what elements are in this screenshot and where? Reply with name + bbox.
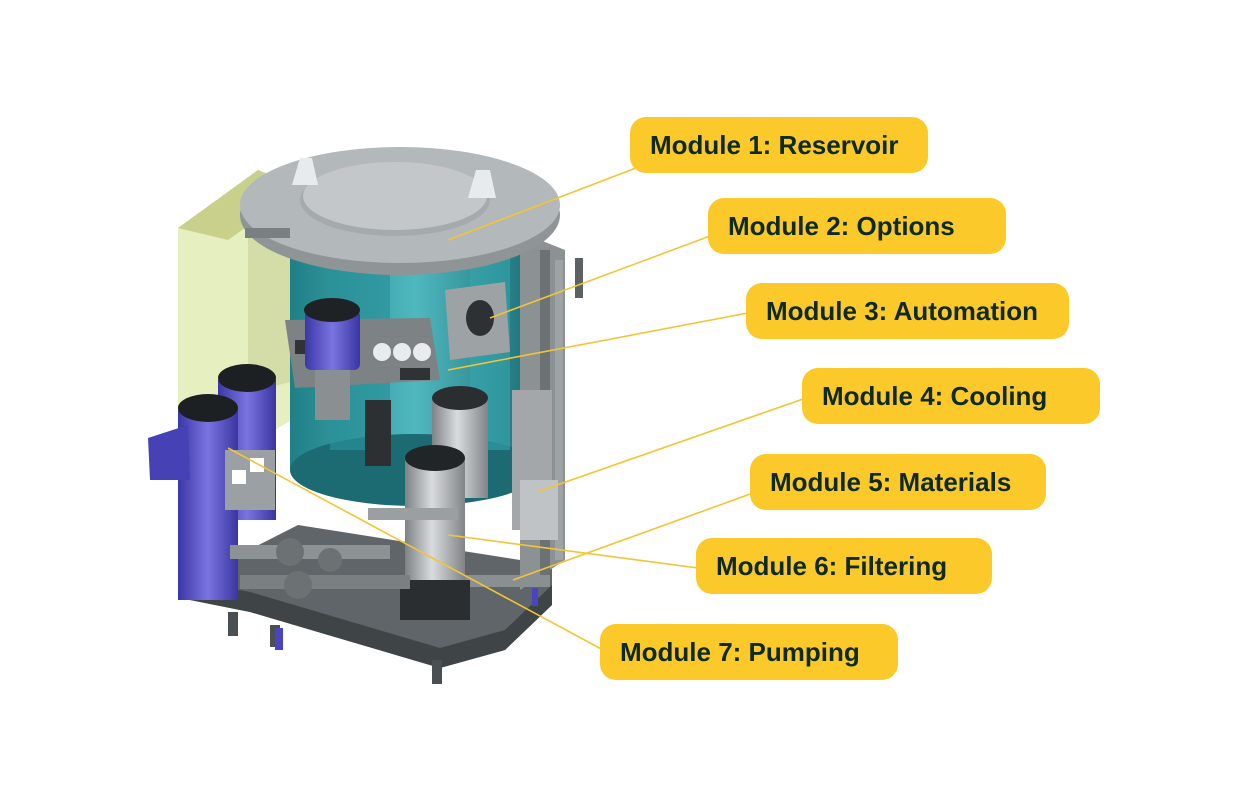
piping [230, 508, 538, 650]
leader-line-2 [489, 235, 711, 319]
module-6-label: Module 6: Filtering [696, 538, 992, 594]
reservoir-lid [240, 147, 560, 275]
leader-line-1 [447, 167, 637, 241]
motor-unit [304, 298, 391, 466]
module-2-label: Module 2: Options [708, 198, 1006, 254]
leader-line-7 [227, 447, 606, 652]
leader-line-3 [447, 312, 749, 371]
cooling-frame [460, 232, 583, 590]
filter-cylinders [400, 386, 488, 620]
leader-line-5 [512, 492, 754, 581]
module-7-label: Module 7: Pumping [600, 624, 898, 680]
module-1-label: Module 1: Reservoir [630, 117, 928, 173]
leader-line-4 [536, 397, 807, 493]
module-3-label: Module 3: Automation [746, 283, 1069, 339]
module-5-label: Module 5: Materials [750, 454, 1046, 510]
pump-units [148, 364, 276, 600]
module-4-label: Module 4: Cooling [802, 368, 1100, 424]
leader-lines [227, 167, 807, 652]
leader-line-6 [447, 534, 699, 569]
